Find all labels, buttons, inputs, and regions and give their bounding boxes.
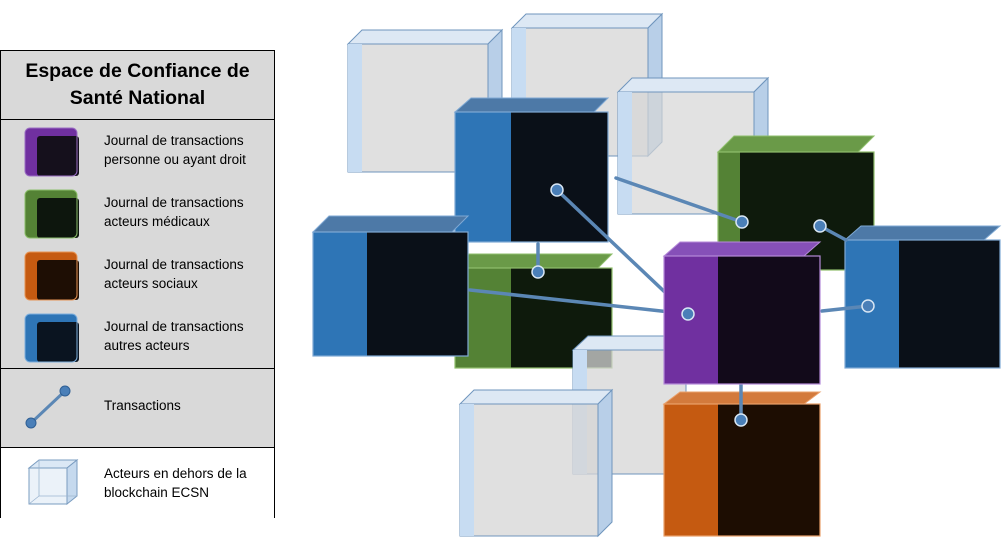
legend-outside-line1: Acteurs en dehors de la (104, 466, 247, 481)
legend-outside-line2: blockchain ECSN (104, 485, 210, 500)
legend-transactions-group: Transactions (1, 369, 274, 448)
green-cube-icon (24, 189, 79, 239)
legend-title-line1: Espace de Confiance de (25, 60, 250, 82)
legend-item-medical: Journal de transactions acteurs médicaux (1, 182, 274, 244)
legend-title: Espace de Confiance de Santé National (1, 51, 274, 120)
orange-cube-icon (24, 251, 79, 301)
legend-item-person: Journal de transactions personne ou ayan… (1, 120, 274, 182)
purple-cube-icon (24, 127, 79, 177)
legend-item-person-line1: Journal de transactions (104, 133, 244, 148)
other-ledger-cube-left (311, 215, 470, 357)
other-ledger-cube-top (453, 97, 610, 243)
legend-item-other-line1: Journal de transactions (104, 319, 244, 334)
legend-transactions-label: Transactions (104, 398, 181, 413)
legend-item-medical-line2: acteurs médicaux (104, 214, 210, 229)
legend-outside-group: Acteurs en dehors de la blockchain ECSN (1, 448, 274, 520)
transaction-nodes (531, 183, 875, 427)
glass-cube-icon (27, 458, 79, 506)
legend-item-medical-line1: Journal de transactions (104, 195, 244, 210)
blockchain-cube-diagram (311, 12, 1002, 538)
glass-cube-front-left (458, 388, 614, 538)
legend-panel: Espace de Confiance de Santé National Jo… (0, 50, 275, 520)
legend-item-social: Journal de transactions acteurs sociaux (1, 244, 274, 306)
social-ledger-cube (662, 391, 822, 537)
legend-item-social-line1: Journal de transactions (104, 257, 244, 272)
legend-item-social-line2: acteurs sociaux (104, 276, 198, 291)
legend-item-other-line2: autres acteurs (104, 338, 190, 353)
legend-ledgers-group: Journal de transactions personne ou ayan… (1, 120, 274, 369)
legend-item-person-line2: personne ou ayant droit (104, 152, 246, 167)
transaction-link-icon (25, 385, 71, 429)
person-ledger-cube (662, 241, 822, 385)
other-ledger-cube-right (843, 225, 1002, 369)
legend-title-line2: Santé National (69, 87, 206, 109)
blue-cube-icon (24, 313, 79, 363)
legend-item-other: Journal de transactions autres acteurs (1, 306, 274, 368)
